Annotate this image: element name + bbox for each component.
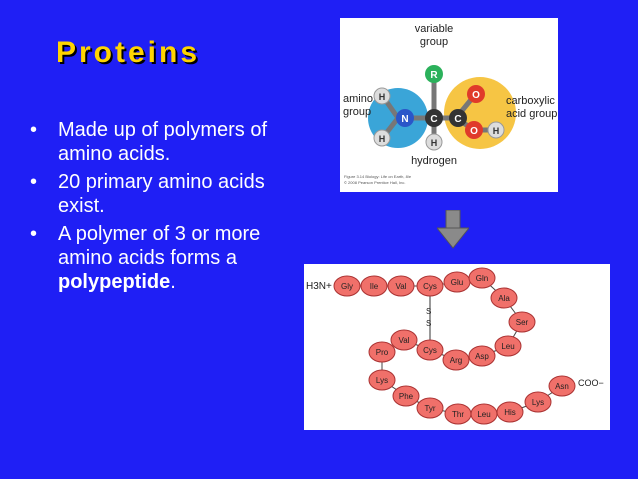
residue-label: Ile (370, 282, 379, 291)
residue-bead (368, 369, 396, 391)
residue-bead (360, 275, 388, 297)
residue-label: Leu (477, 410, 490, 419)
bullet-text: A polymer of 3 or more amino acids forms… (58, 223, 261, 293)
amino-acid-svg: R N C C O O H H H H variable group amino… (343, 23, 557, 185)
label-carboxylic: carboxylic (506, 95, 555, 107)
residue-bead (387, 275, 415, 297)
residue-label: Tyr (424, 404, 435, 413)
label-amino-group: group (343, 106, 371, 118)
n-terminus: H3N+ (306, 281, 332, 292)
residue-label: His (504, 408, 516, 417)
residue-bead (333, 275, 361, 297)
residue-label: Asp (475, 352, 489, 361)
c-terminus: COO− (578, 378, 604, 388)
residue-label: Ser (516, 318, 529, 327)
bullet-dot: • (30, 119, 38, 141)
atom-h1: H (379, 92, 386, 102)
figure-copyright: © 2008 Pearson Prentice Hall, Inc. (344, 180, 405, 185)
bullet-dot: • (30, 171, 38, 193)
disulfide-s2: S (426, 319, 431, 328)
residue-bead (548, 375, 576, 397)
residue-bead (508, 311, 536, 333)
label-group: group (420, 36, 448, 48)
residue-label: Gly (341, 282, 353, 291)
residue-bead (490, 287, 518, 309)
residue-bead (390, 329, 418, 351)
label-acid-group: acid group (506, 108, 557, 120)
label-hydrogen: hydrogen (411, 155, 457, 167)
bullet-item: • 20 primary amino acids exist. (30, 170, 270, 218)
residue-label: Asn (555, 382, 569, 391)
residue-label: Lys (376, 376, 388, 385)
residue-bead (468, 267, 496, 289)
atom-o2: O (470, 126, 478, 137)
residue-bead (442, 349, 470, 371)
residue-bead (416, 339, 444, 361)
residue-label: Lys (532, 398, 544, 407)
bullet-text: 20 primary amino acids exist. (58, 171, 265, 217)
residue-bead (468, 345, 496, 367)
residue-label: Leu (501, 342, 514, 351)
atom-c1: C (430, 114, 437, 125)
atom-h2: H (379, 134, 386, 144)
residue-label: Glu (451, 278, 463, 287)
residue-label: Thr (452, 410, 464, 419)
bullet-list: • Made up of polymers of amino acids. • … (30, 118, 270, 298)
residue-label: Val (396, 282, 407, 291)
bullet-item: • Made up of polymers of amino acids. (30, 118, 270, 166)
residue-label: Ala (498, 294, 510, 303)
residue-label: Gln (476, 274, 488, 283)
bullet-text: Made up of polymers of amino acids. (58, 119, 267, 165)
bullet-dot: • (30, 223, 38, 245)
residue-label: Pro (376, 348, 389, 357)
residue-label: Cys (423, 282, 437, 291)
atom-h4: H (493, 126, 500, 136)
disulfide-s1: S (426, 307, 431, 316)
label-variable: variable (415, 23, 454, 35)
atom-h3: H (431, 138, 438, 148)
residue-label: Arg (450, 356, 462, 365)
residue-label: Phe (399, 392, 414, 401)
label-amino: amino (343, 93, 373, 105)
residue-bead (416, 397, 444, 419)
slide-title: Proteins (56, 36, 201, 69)
residue-bead (416, 275, 444, 297)
residue-bead (494, 335, 522, 357)
bullet-item: • A polymer of 3 or more amino acids for… (30, 222, 270, 294)
figure-caption: Figure 3.14 Biology: Life on Earth, 8/e (344, 174, 412, 179)
residue-bead (368, 341, 396, 363)
amino-acid-diagram: R N C C O O H H H H variable group amino… (340, 18, 558, 192)
polypeptide-term: polypeptide (58, 271, 171, 293)
residue-bead (496, 401, 524, 423)
atom-o1: O (472, 90, 480, 101)
residue-bead (524, 391, 552, 413)
residue-label: Val (399, 336, 410, 345)
residue-bead (392, 385, 420, 407)
residue-label: Cys (423, 346, 437, 355)
atom-r: R (430, 70, 438, 81)
down-arrow-icon (435, 209, 471, 255)
atom-c2: C (454, 114, 461, 125)
atom-n: N (401, 114, 408, 125)
